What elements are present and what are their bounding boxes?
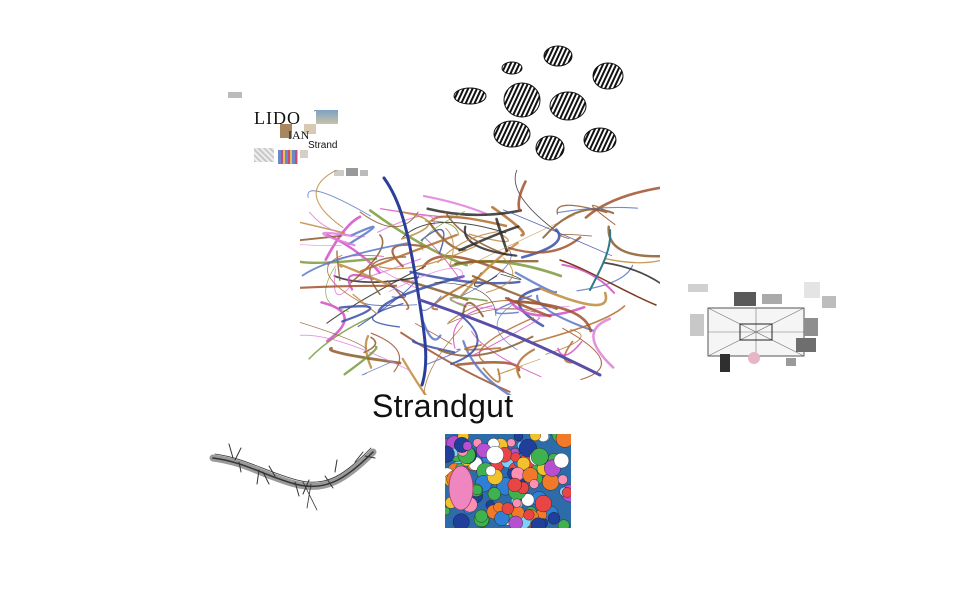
- thumbnail-speck: [300, 150, 308, 158]
- sand-thumbnail: [304, 124, 316, 134]
- map-thumbnail: [254, 148, 274, 162]
- beach-thumbnail: [316, 110, 338, 124]
- lido-word: LIDO: [254, 108, 301, 128]
- driftwood-twig-icon[interactable]: [205, 432, 385, 532]
- sand-thumbnail: [280, 124, 292, 138]
- lido-collage-cluster[interactable]: LIDO ~ IAN Strand: [226, 90, 356, 180]
- lido-strand-word: Strand: [308, 140, 338, 151]
- page-title: Strandgut: [372, 388, 514, 424]
- small-thumbnail-row: [334, 168, 368, 180]
- lido-middle-word: IAN: [288, 128, 310, 142]
- thumbnail-speck: [228, 92, 242, 98]
- colour-thumbnail: [278, 150, 298, 164]
- clam-shells-icon[interactable]: [450, 40, 650, 175]
- archive-collage-thumbnail[interactable]: [686, 278, 846, 378]
- plastic-bottle-caps-photo[interactable]: [445, 434, 571, 528]
- beach-debris-tangle-icon[interactable]: [300, 170, 660, 395]
